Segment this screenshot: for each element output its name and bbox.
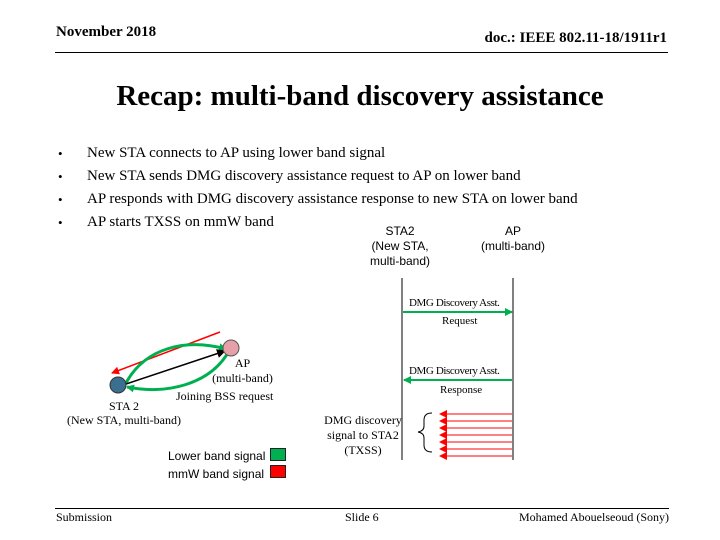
discovery-label-line: signal to STA2 — [327, 428, 399, 442]
sta2-lifeline-label: STA2 (New STA, multi-band) — [360, 224, 440, 269]
footer-slide-number: Slide 6 — [345, 510, 379, 524]
request-label-2: Request — [442, 315, 478, 327]
discovery-label-line: DMG discovery — [324, 413, 402, 427]
ap-node — [222, 339, 240, 357]
ap-label-line: AP — [504, 224, 521, 238]
txss-arrows — [439, 410, 512, 460]
legend-mmw-band-label: mmW band signal — [168, 467, 265, 481]
request-label: DMG Discovery Asst. — [409, 297, 500, 309]
sta2-label-line: (New STA, — [371, 239, 429, 253]
txss-brace — [417, 412, 433, 453]
topology-ap-line: (multi-band) — [212, 371, 273, 385]
ap-lifeline-label: AP (multi-band) — [473, 224, 553, 254]
footer-divider — [55, 508, 669, 509]
ap-label-line: (multi-band) — [480, 239, 546, 253]
topology-sta-label: STA 2 (New STA, multi-band) — [60, 399, 188, 427]
sta2-label-line: multi-band) — [369, 254, 431, 268]
header-doc-id: doc.: IEEE 802.11-18/1911r1 — [484, 30, 667, 46]
join-arrow — [125, 349, 226, 385]
discovery-label-line: (TXSS) — [344, 443, 382, 457]
legend-lower-band-label: Lower band signal — [168, 449, 266, 463]
response-label-2: Response — [440, 384, 483, 396]
sta2-label-line: STA2 — [385, 224, 415, 238]
lower-band-curve-lower — [126, 350, 231, 393]
topology-ap-line: AP — [234, 356, 251, 370]
join-label: Joining BSS request — [176, 389, 274, 403]
topology-sta-line: STA 2 — [108, 399, 140, 413]
topology-ap-label: AP (multi-band) — [205, 356, 280, 386]
legend-mmw-band-swatch — [270, 465, 286, 478]
mmw-arrow — [111, 331, 221, 375]
sta-node — [109, 376, 127, 394]
slide-title: Recap: multi-band discovery assistance — [116, 80, 604, 112]
bullet-item: New STA sends DMG discovery assistance r… — [58, 165, 578, 188]
footer-submission: Submission — [56, 510, 113, 524]
header-divider — [55, 52, 668, 53]
discovery-label: DMG discovery signal to STA2 (TXSS) — [318, 413, 408, 458]
lower-band-curve-upper — [124, 343, 227, 384]
legend-lower-band-swatch — [270, 448, 286, 461]
header-date: November 2018 — [56, 24, 157, 40]
footer-author: Mohamed Abouelseoud (Sony) — [519, 510, 669, 524]
bullet-item: AP responds with DMG discovery assistanc… — [58, 188, 578, 211]
topology-sta-line: (New STA, multi-band) — [66, 413, 182, 427]
bullet-item: New STA connects to AP using lower band … — [58, 142, 578, 165]
response-label: DMG Discovery Asst. — [409, 365, 500, 377]
bullet-item: AP starts TXSS on mmW band — [58, 211, 578, 234]
bullet-list: New STA connects to AP using lower band … — [58, 142, 578, 234]
